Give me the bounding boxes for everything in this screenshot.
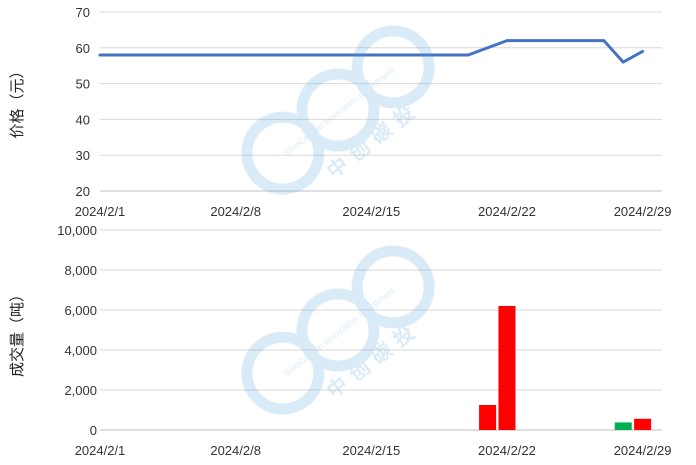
- price-gridlines: [100, 11, 662, 192]
- volume-y-tick-label: 4,000: [64, 343, 97, 358]
- volume-gridlines: [100, 229, 662, 431]
- price-y-tick-label: 30: [76, 148, 90, 163]
- watermark-ring: [241, 111, 325, 195]
- price-y-tick-labels: 20 30 40 50 60 70: [76, 5, 90, 199]
- price-y-tick-label: 40: [76, 112, 90, 127]
- volume-x-tick-label: 2024/2/15: [342, 443, 400, 458]
- watermark-ring: [351, 245, 435, 329]
- volume-y-tick-label: 6,000: [64, 303, 97, 318]
- volume-y-tick-label: 8,000: [64, 263, 97, 278]
- volume-bar: [634, 418, 652, 430]
- price-x-tick-labels: 2024/2/1 2024/2/8 2024/2/15 2024/2/22 2024/2…: [75, 204, 672, 219]
- volume-x-tick-label: 2024/2/22: [478, 443, 536, 458]
- watermark-ring: [351, 25, 435, 109]
- price-x-tick-label: 2024/2/1: [75, 204, 126, 219]
- price-y-axis-label: 价格（元）: [8, 63, 26, 138]
- price-series: [98, 39, 645, 64]
- price-y-tick-label: 60: [76, 41, 90, 56]
- price-x-tick-label: 2024/2/22: [478, 204, 536, 219]
- price-line: [98, 39, 645, 64]
- volume-y-tick-labels: 0 2,000 4,000 6,000 8,000 10,000: [57, 223, 97, 438]
- volume-bar: [479, 405, 497, 430]
- volume-x-tick-label: 2024/2/29: [614, 443, 672, 458]
- price-x-tick-label: 2024/2/8: [210, 204, 261, 219]
- volume-x-tick-label: 2024/2/8: [210, 443, 261, 458]
- volume-bar: [498, 306, 516, 430]
- price-y-tick-label: 70: [76, 5, 90, 20]
- watermark-ring: [296, 288, 380, 372]
- volume-x-tick-label: 2024/2/1: [75, 443, 126, 458]
- watermark-ring: [241, 331, 325, 415]
- volume-bars: [479, 306, 652, 430]
- volume-y-tick-label: 2,000: [64, 383, 97, 398]
- price-y-tick-label: 50: [76, 77, 90, 92]
- volume-y-axis-label: 成交量（吨）: [8, 287, 26, 377]
- price-x-tick-label: 2024/2/15: [342, 204, 400, 219]
- volume-x-tick-labels: 2024/2/1 2024/2/8 2024/2/15 2024/2/22 2024/2…: [75, 443, 672, 458]
- price-y-tick-label: 20: [76, 184, 90, 199]
- watermark-ring: [296, 68, 380, 152]
- volume-y-tick-label: 10,000: [57, 223, 97, 238]
- volume-bar: [614, 422, 632, 430]
- volume-y-tick-label: 0: [90, 423, 97, 438]
- price-x-tick-label: 2024/2/29: [614, 204, 672, 219]
